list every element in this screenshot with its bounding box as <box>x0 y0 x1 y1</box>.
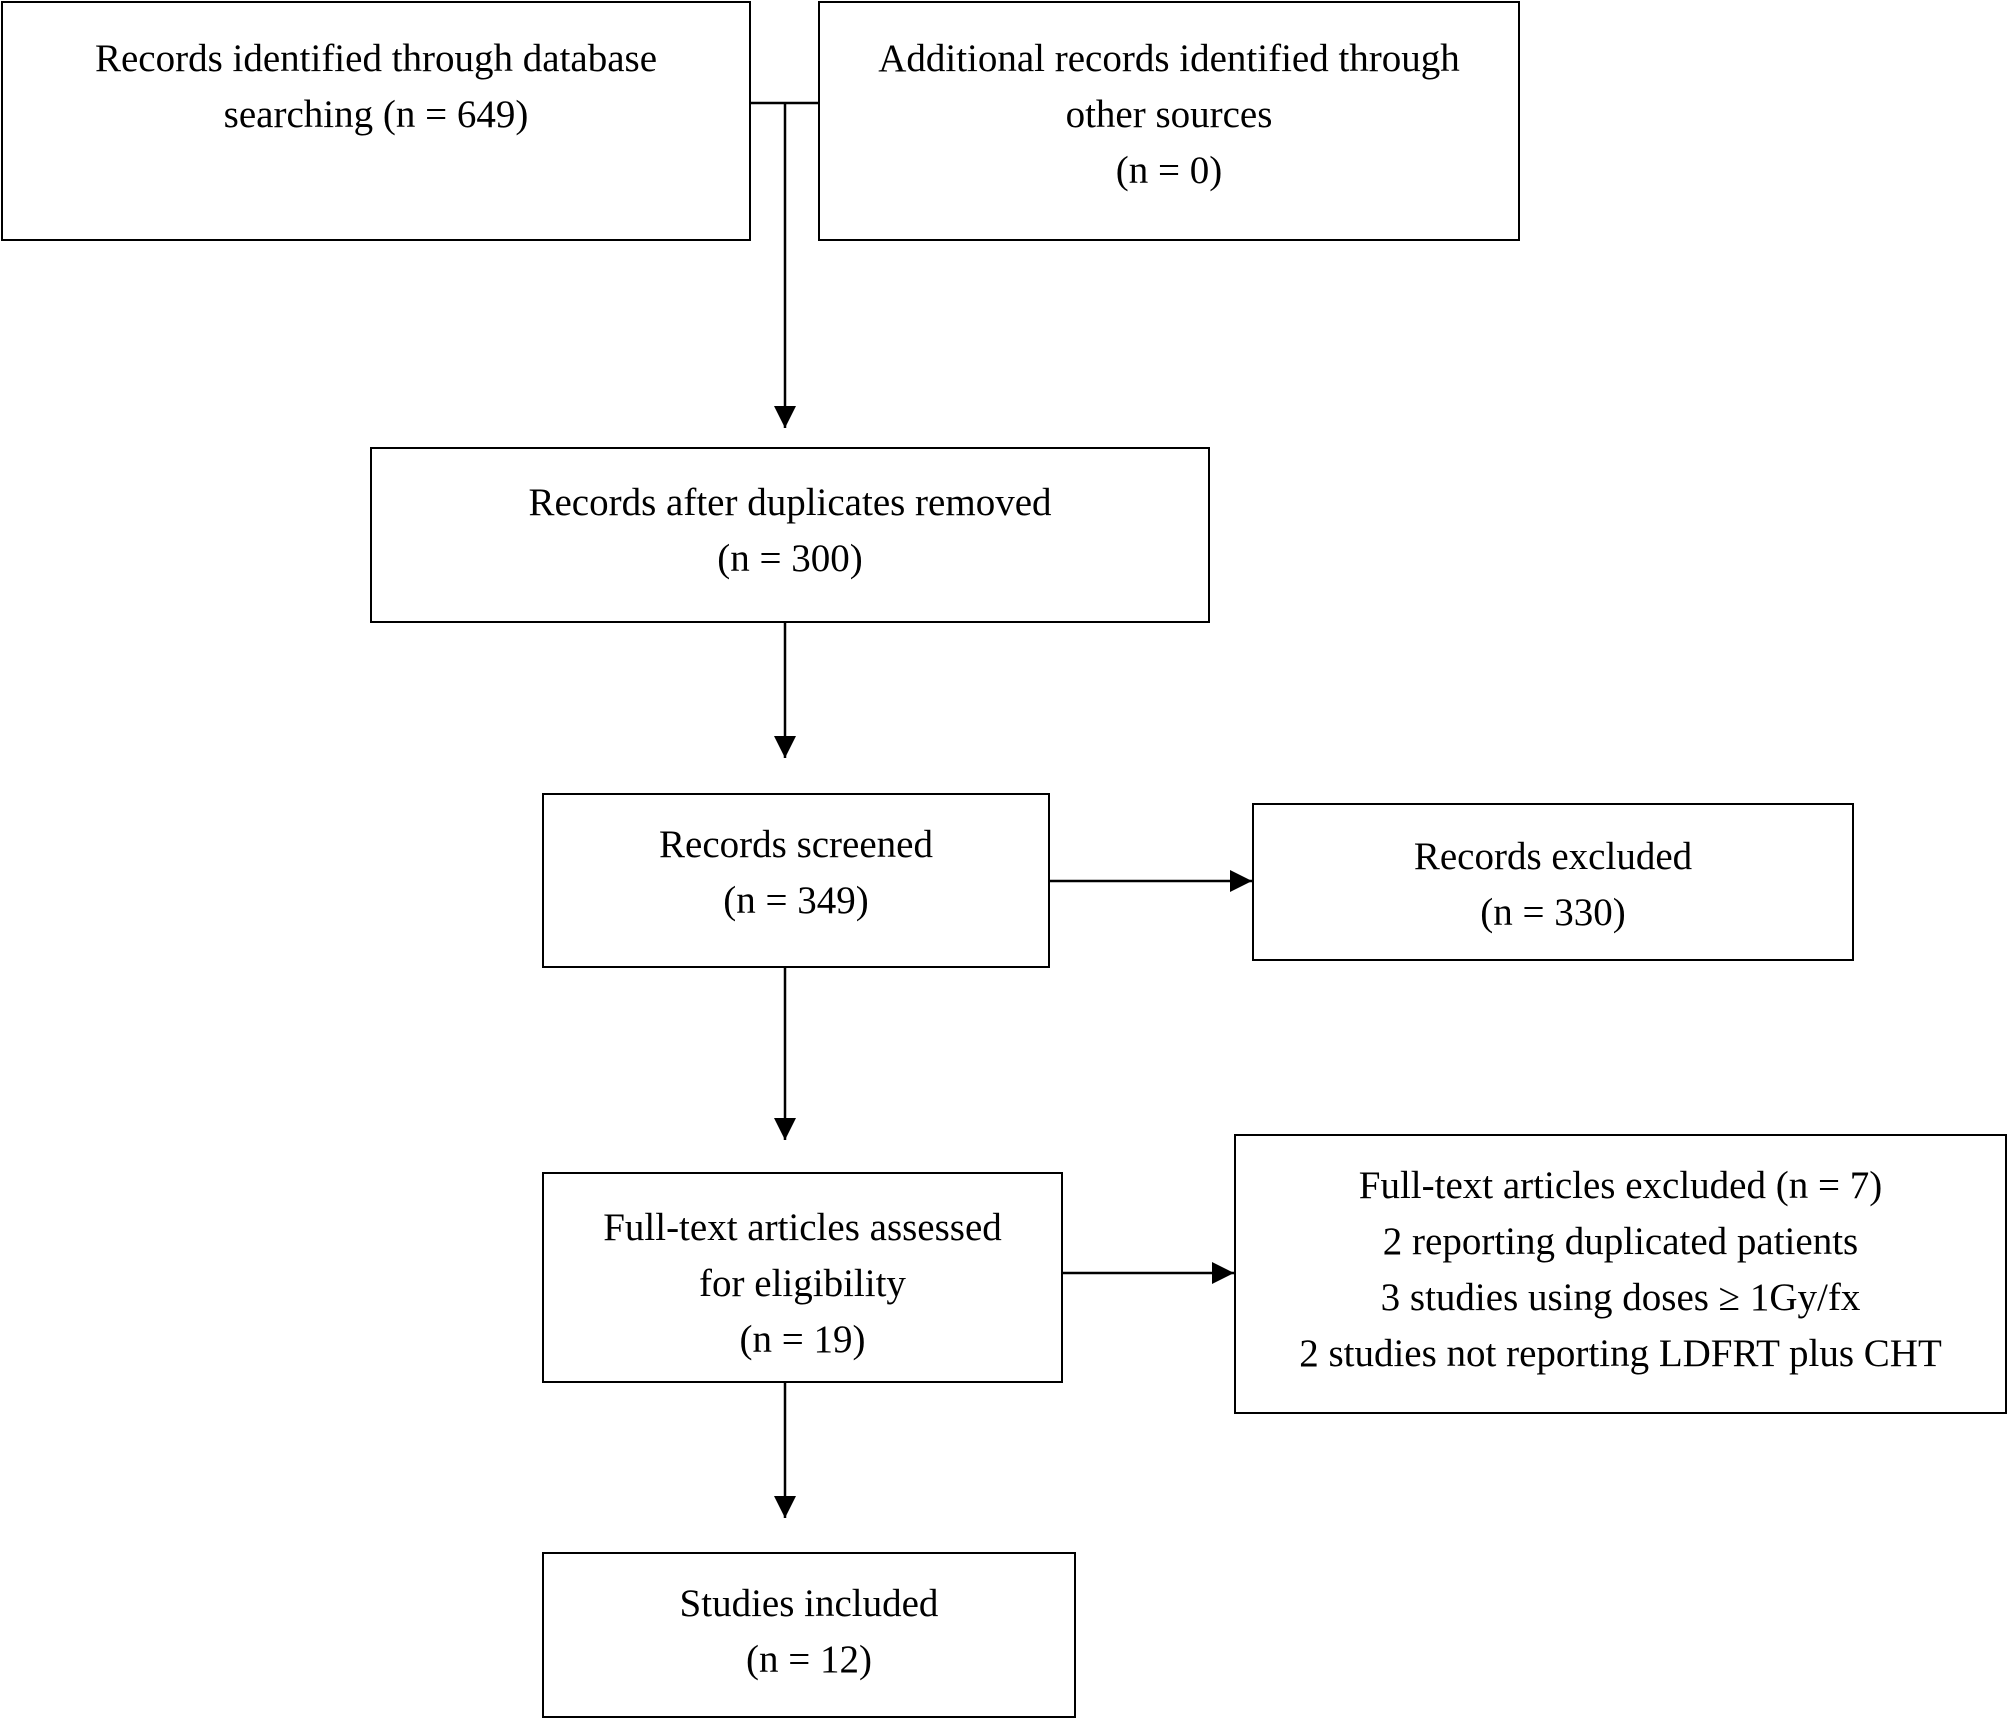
box-line: (n = 19) <box>739 1318 866 1361</box>
box-line: (n = 12) <box>746 1638 872 1681</box>
box-fulltext-assessed: Full-text articles assessed for eligibil… <box>542 1172 1063 1383</box>
arrowhead-studies-included <box>774 1496 796 1518</box>
box-line: 3 studies using doses ≥ 1Gy/fx <box>1380 1276 1861 1319</box>
box-line: other sources <box>1065 93 1273 136</box>
box-records-after-duplicates: Records after duplicates removed (n = 30… <box>370 447 1210 623</box>
arrowhead-records-excluded <box>1230 870 1252 892</box>
box-records-excluded: Records excluded (n = 330) <box>1252 803 1854 961</box>
box-records-identified-database: Records identified through database sear… <box>1 1 751 241</box>
box-line: Records after duplicates removed <box>528 481 1052 524</box>
box-line: Full-text articles excluded (n = 7) <box>1358 1164 1883 1207</box>
box-line: Full-text articles assessed <box>603 1206 1002 1249</box>
box-line: Additional records identified through <box>878 37 1460 80</box>
box-records-screened: Records screened (n = 349) <box>542 793 1050 968</box>
box-additional-records: Additional records identified through ot… <box>818 1 1520 241</box>
box-line: 2 reporting duplicated patients <box>1382 1220 1859 1263</box>
box-line: (n = 300) <box>717 537 863 580</box>
box-line: Studies included <box>679 1582 939 1625</box>
box-line: (n = 330) <box>1480 891 1626 934</box>
box-line: 2 studies not reporting LDFRT plus CHT <box>1299 1332 1942 1375</box>
box-line: Records excluded <box>1413 835 1693 878</box>
box-line: searching (n = 649) <box>223 93 529 136</box>
box-line: (n = 349) <box>723 879 869 922</box>
arrowhead-after-duplicates <box>774 406 796 428</box>
box-line: Records identified through database <box>94 37 658 80</box>
box-line: Records screened <box>659 823 933 866</box>
arrowhead-fulltext-excluded <box>1212 1262 1234 1284</box>
box-line: (n = 0) <box>1115 149 1223 192</box>
box-fulltext-excluded: Full-text articles excluded (n = 7) 2 re… <box>1234 1134 2007 1414</box>
box-studies-included: Studies included (n = 12) <box>542 1552 1076 1718</box>
box-line: for eligibility <box>699 1262 906 1305</box>
arrowhead-screened <box>774 736 796 758</box>
arrowhead-fulltext-assessed <box>774 1118 796 1140</box>
